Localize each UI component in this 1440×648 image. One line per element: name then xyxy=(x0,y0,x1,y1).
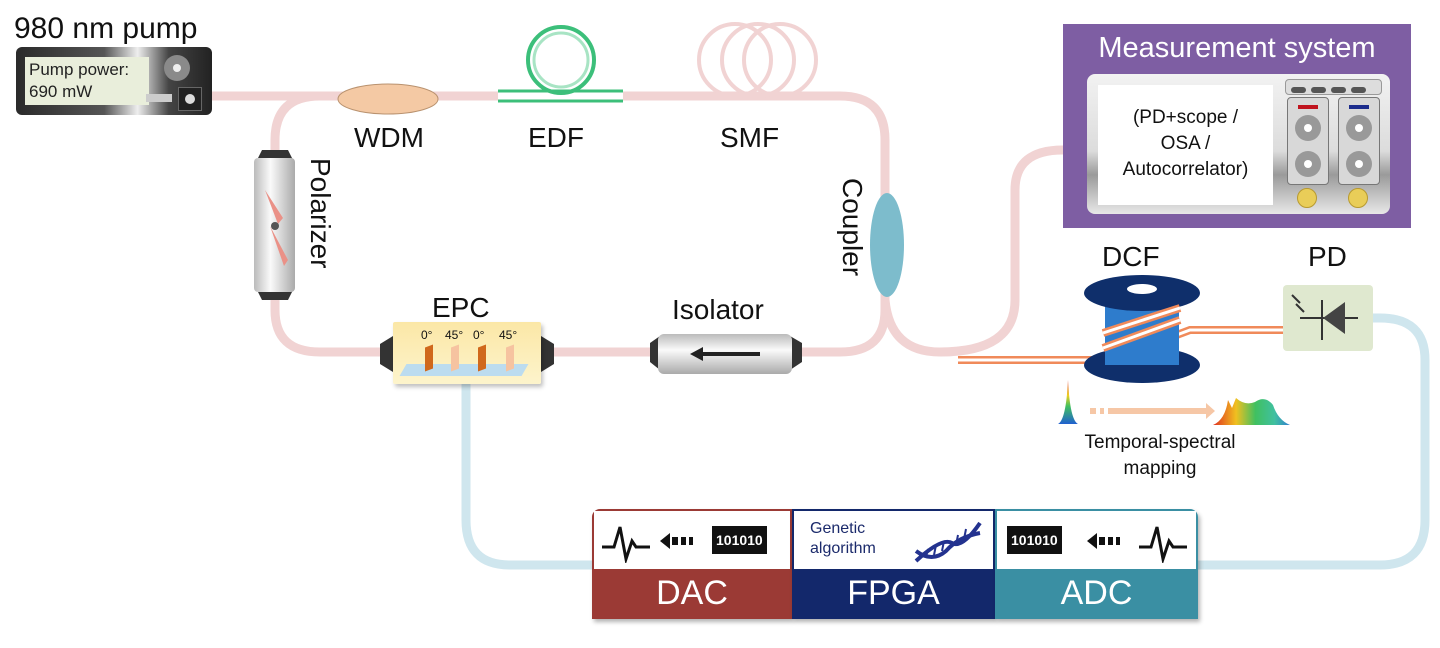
waveplate xyxy=(478,344,486,372)
knob-icon[interactable] xyxy=(1346,115,1372,141)
label-isolator: Isolator xyxy=(672,294,764,325)
label-wdm: WDM xyxy=(354,122,424,153)
knob-icon[interactable] xyxy=(164,55,190,81)
waveplate xyxy=(451,344,459,372)
dna-icon xyxy=(914,521,982,563)
pump-title: 980 nm pump xyxy=(14,12,198,45)
arrow-left-icon xyxy=(1087,533,1120,549)
screen-line: OSA / xyxy=(1160,133,1211,154)
epc-angle: 45° xyxy=(499,328,518,342)
control-cable xyxy=(461,313,1430,570)
connector-icon xyxy=(1297,188,1317,208)
knob-icon[interactable] xyxy=(1346,151,1372,177)
mapping-line2: mapping xyxy=(1123,458,1197,479)
pump-display-line2: 690 mW xyxy=(29,82,93,101)
wdm-coupler xyxy=(337,83,439,115)
edf-coil xyxy=(498,25,623,103)
dcf-spool xyxy=(1084,275,1200,383)
binary-data: 101010 xyxy=(712,526,767,554)
pump-display-line1: Pump power: xyxy=(29,60,130,79)
power-switch[interactable] xyxy=(146,94,172,102)
epc-angle: 45° xyxy=(445,328,464,342)
fiber-ring xyxy=(210,91,1064,357)
label-edf: EDF xyxy=(528,122,584,153)
channel-indicator xyxy=(1298,105,1318,109)
channel-2 xyxy=(1338,97,1380,185)
connector-icon xyxy=(1348,188,1368,208)
algo-line2: algorithm xyxy=(810,540,876,557)
label-dcf: DCF xyxy=(1102,241,1160,272)
label-pd: PD xyxy=(1308,241,1347,272)
isolator xyxy=(650,334,802,374)
temporal-spectral-label: Temporal-spectral mapping xyxy=(1060,430,1260,482)
waveform-icon xyxy=(1139,526,1187,563)
arrow-left-icon xyxy=(660,533,693,549)
temporal-spectral-icon xyxy=(1058,380,1290,425)
dac-label: DAC xyxy=(594,569,790,617)
epc-angle: 0° xyxy=(473,328,485,342)
waveplate xyxy=(506,344,514,372)
epc-angle: 0° xyxy=(421,328,433,342)
dac-block: 101010 DAC xyxy=(592,509,792,619)
waveform-icon xyxy=(602,526,650,563)
instrument-panel: (PD+scope / OSA / Autocorrelator) xyxy=(1087,74,1390,214)
smf-coil xyxy=(697,22,818,98)
label-coupler: Coupler xyxy=(837,178,868,277)
mapping-line1: Temporal-spectral xyxy=(1084,432,1236,453)
label-polarizer: Polarizer xyxy=(305,158,336,269)
channel-1 xyxy=(1287,97,1329,185)
output-coupler xyxy=(870,193,904,297)
button-bar xyxy=(1285,79,1382,95)
label-smf: SMF xyxy=(720,122,780,153)
algo-line1: Genetic xyxy=(810,520,866,537)
knob-icon[interactable] xyxy=(1295,115,1321,141)
adc-label: ADC xyxy=(997,569,1196,617)
polarizer xyxy=(254,150,295,300)
genetic-algorithm-label: Genetic algorithm xyxy=(810,519,876,559)
pump-source: Pump power: 690 mW xyxy=(16,47,212,115)
measurement-title: Measurement system xyxy=(1098,32,1376,64)
photodiode xyxy=(1283,285,1373,351)
instrument-screen: (PD+scope / OSA / Autocorrelator) xyxy=(1098,85,1273,205)
binary-data: 101010 xyxy=(1007,526,1062,554)
electronic-polarization-controller: 0° 45° 0° 45° xyxy=(393,322,541,384)
label-epc: EPC xyxy=(432,292,490,323)
fpga-label: FPGA xyxy=(794,569,993,617)
measurement-system: Measurement system (PD+scope / OSA / Aut… xyxy=(1063,24,1411,228)
waveplate xyxy=(425,344,433,372)
screen-line: Autocorrelator) xyxy=(1122,159,1249,180)
fpga-block: Genetic algorithm FPGA xyxy=(792,509,995,619)
output-port-icon xyxy=(178,87,202,111)
pump-display: Pump power: 690 mW xyxy=(25,57,149,105)
screen-line: (PD+scope / xyxy=(1132,107,1239,128)
channel-indicator xyxy=(1349,105,1369,109)
adc-block: 101010 ADC xyxy=(995,509,1198,619)
knob-icon[interactable] xyxy=(1295,151,1321,177)
